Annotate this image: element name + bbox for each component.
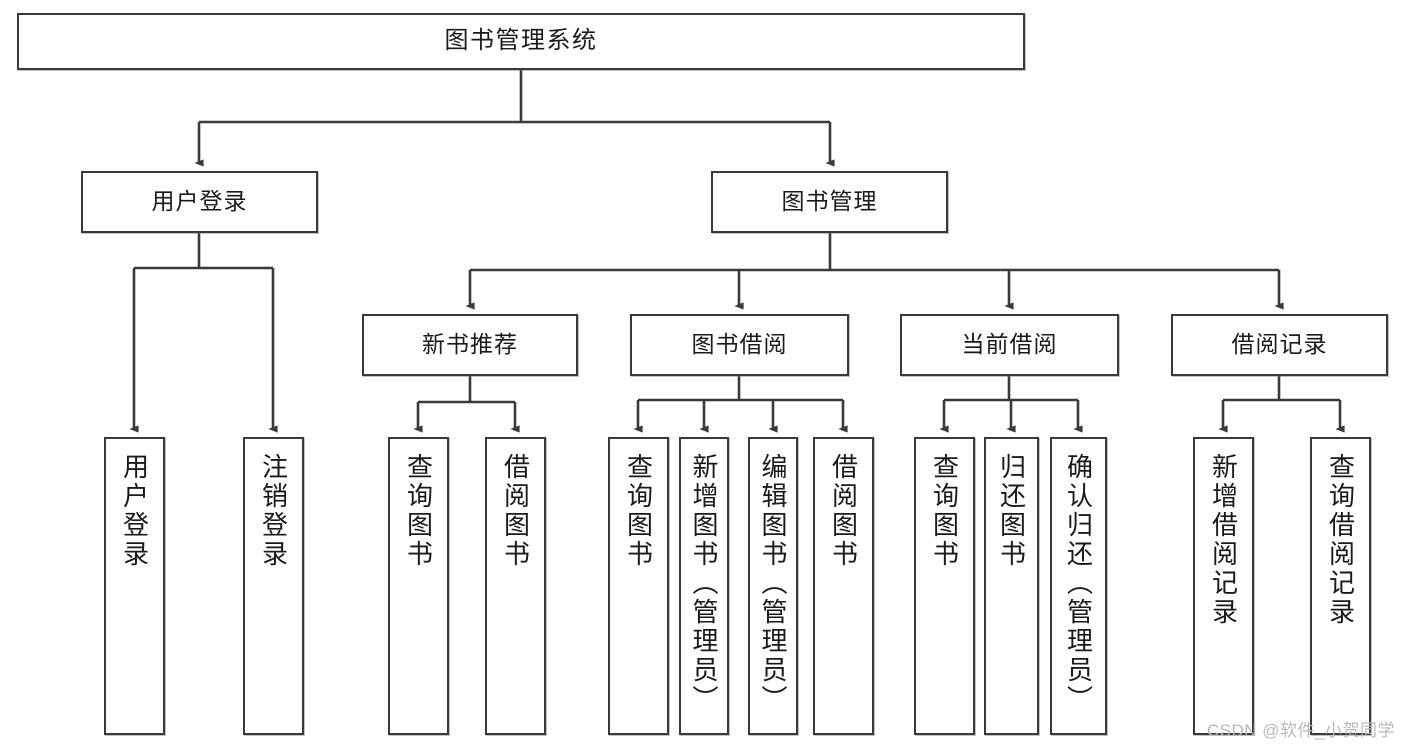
- node-label: 归还图书: [996, 453, 1027, 569]
- node-leaf-query-borrow-record[interactable]: 查询借阅记录: [1310, 437, 1371, 735]
- node-leaf-logout[interactable]: 注销登录: [243, 437, 304, 735]
- node-label: 查询图书: [929, 453, 960, 569]
- node-label: 图书借阅: [691, 331, 788, 358]
- node-leaf-confirm-return[interactable]: 确认归还（管理员）: [1050, 437, 1107, 735]
- node-label: 新增图书（管理员）: [689, 453, 719, 714]
- node-label: 新书推荐: [422, 331, 518, 358]
- node-label: 当前借阅: [961, 331, 1058, 358]
- node-current-borrow[interactable]: 当前借阅: [900, 314, 1119, 376]
- node-root-system[interactable]: 图书管理系统: [17, 13, 1025, 70]
- node-label: 图书管理系统: [444, 27, 598, 55]
- node-label: 图书管理: [781, 188, 878, 215]
- node-label: 用户登录: [151, 188, 248, 215]
- node-label: 确认归还（管理员）: [1063, 453, 1094, 714]
- node-leaf-add-book[interactable]: 新增图书（管理员）: [679, 437, 729, 735]
- node-leaf-user-login[interactable]: 用户登录: [104, 437, 165, 735]
- node-leaf-query-book-1[interactable]: 查询图书: [388, 437, 449, 735]
- node-new-book-recommend[interactable]: 新书推荐: [362, 314, 578, 376]
- node-borrow-record[interactable]: 借阅记录: [1171, 314, 1388, 376]
- node-book-manage[interactable]: 图书管理: [711, 171, 948, 233]
- node-label: 新增借阅记录: [1208, 453, 1239, 627]
- node-label: 编辑图书（管理员）: [758, 453, 788, 714]
- node-leaf-query-book-2[interactable]: 查询图书: [608, 437, 669, 735]
- node-label: 查询借阅记录: [1325, 453, 1356, 627]
- watermark-text: CSDN @软件_小贺同学: [1206, 721, 1395, 740]
- node-leaf-query-book-3[interactable]: 查询图书: [914, 437, 975, 735]
- node-label: 注销登录: [258, 453, 289, 569]
- node-book-borrow[interactable]: 图书借阅: [630, 314, 849, 376]
- node-user-login[interactable]: 用户登录: [81, 171, 318, 233]
- node-label: 查询图书: [403, 453, 434, 569]
- node-label: 借阅图书: [828, 453, 859, 569]
- node-leaf-borrow-book-1[interactable]: 借阅图书: [485, 437, 546, 735]
- node-label: 借阅图书: [500, 453, 531, 569]
- node-leaf-return-book[interactable]: 归还图书: [984, 437, 1039, 735]
- node-label: 借阅记录: [1231, 331, 1328, 358]
- node-label: 用户登录: [119, 453, 150, 569]
- node-leaf-edit-book[interactable]: 编辑图书（管理员）: [748, 437, 798, 735]
- node-leaf-add-borrow-record[interactable]: 新增借阅记录: [1193, 437, 1254, 735]
- node-label: 查询图书: [623, 453, 654, 569]
- node-leaf-borrow-book-2[interactable]: 借阅图书: [813, 437, 874, 735]
